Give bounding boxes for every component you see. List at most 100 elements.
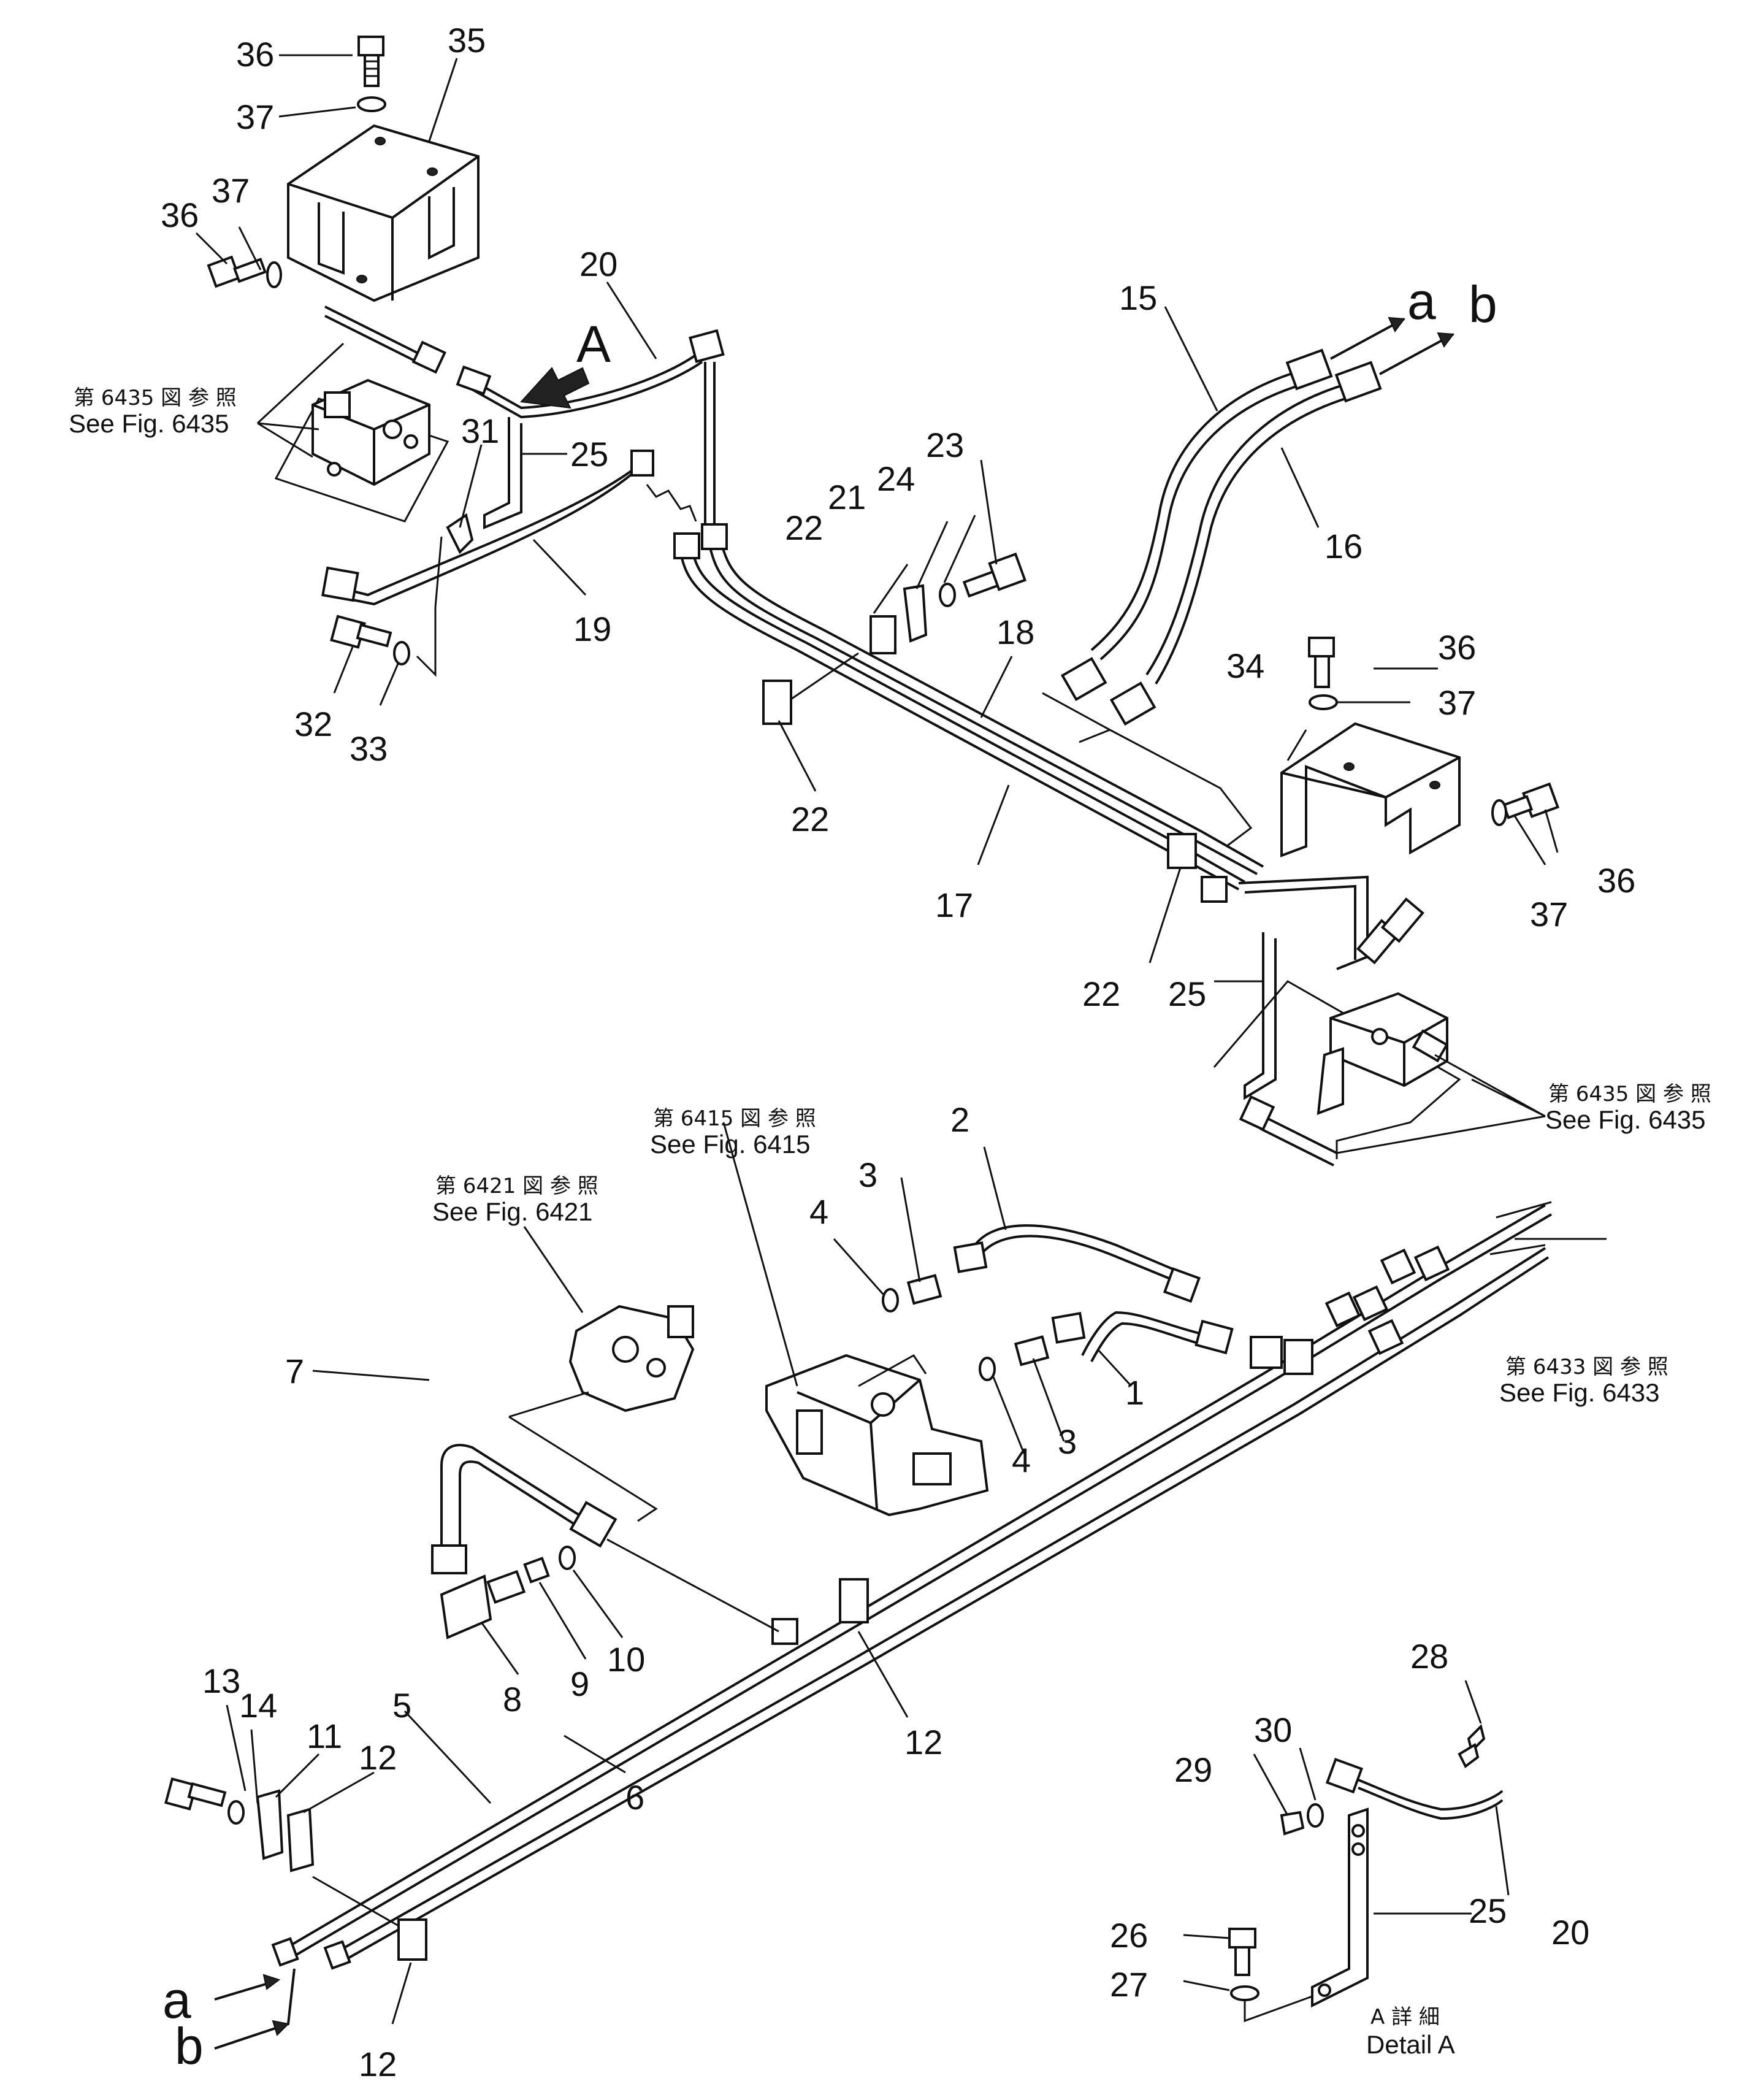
callout-37-rt: 37 <box>1438 683 1476 722</box>
callout-14: 14 <box>239 1686 277 1725</box>
hose-right-bottom <box>1263 1115 1337 1154</box>
valve-6415 <box>765 1354 989 1517</box>
clamp-11 <box>256 1789 284 1860</box>
callout-28: 28 <box>1410 1637 1448 1676</box>
callout-25-detail: 25 <box>1469 1891 1507 1930</box>
bolt-36-top <box>357 36 384 87</box>
cover-35 <box>287 124 480 302</box>
callout-23: 23 <box>926 426 964 464</box>
hose-16 <box>1145 382 1350 676</box>
callout-22-b: 22 <box>791 800 829 838</box>
cover-34 <box>1280 722 1461 857</box>
tube-17 <box>679 551 1239 891</box>
callout-15: 15 <box>1119 278 1157 317</box>
hose-15 <box>1090 370 1301 651</box>
callout-11: 11 <box>307 1717 342 1755</box>
clamp-21 <box>903 584 928 643</box>
callout-7: 7 <box>285 1352 304 1390</box>
callout-36-rt: 36 <box>1438 628 1476 667</box>
washer-37-left <box>266 261 282 288</box>
label-A: A <box>576 315 611 373</box>
bolt-32 <box>330 615 392 649</box>
bolt-36-left <box>207 255 267 288</box>
ref-6421-jp: 第 6421 図 参 照 <box>435 1174 598 1198</box>
callout-34: 34 <box>1226 646 1264 685</box>
washer-14 <box>227 1800 245 1825</box>
callout-10: 10 <box>607 1640 645 1679</box>
washer-37-right-top <box>1309 694 1338 710</box>
label-a-bottom: a <box>162 1971 191 2029</box>
label-b-top: b <box>1469 275 1497 333</box>
ref-6435-right-en: See Fig. 6435 <box>1545 1105 1706 1134</box>
bolt-36-right-top <box>1308 637 1335 688</box>
tube-20 <box>472 351 700 410</box>
callout-12-mid: 12 <box>904 1723 942 1761</box>
callout-4-upper: 4 <box>809 1192 828 1231</box>
tube-5 <box>281 1204 1546 1952</box>
callout-33: 33 <box>350 729 388 768</box>
clamp-12-mid <box>839 1578 869 1623</box>
callout-17: 17 <box>935 886 973 924</box>
label-b-bottom: b <box>175 2017 204 2075</box>
clamp-12-bottom <box>397 1918 427 1961</box>
callout-21: 21 <box>828 478 866 516</box>
tube-18 <box>707 539 1258 875</box>
fitting-3-upper <box>906 1274 942 1305</box>
clamp-22-lower <box>762 680 792 725</box>
arrow-b-bottom <box>214 1968 296 2050</box>
tube-6 <box>334 1247 1546 1955</box>
clamp-22-right <box>1167 833 1197 869</box>
hose-7 <box>440 1444 590 1558</box>
fitting-8 <box>440 1569 526 1639</box>
callout-36-r: 36 <box>1597 861 1635 900</box>
nipple-9 <box>523 1557 550 1584</box>
callout-9: 9 <box>570 1665 589 1703</box>
callout-36-top: 36 <box>236 35 274 74</box>
washer-37-right <box>1491 799 1507 826</box>
callout-3-upper: 3 <box>858 1155 877 1194</box>
callout-37-top: 37 <box>236 98 274 136</box>
washer-33 <box>393 641 410 665</box>
callout-35: 35 <box>448 21 486 59</box>
callout-20-top: 20 <box>579 245 617 283</box>
detail-a <box>1228 1724 1504 2023</box>
callout-labels: 36 37 35 36 37 20 A 31 25 19 32 33 22 21… <box>161 21 1635 2083</box>
callout-20-detail: 20 <box>1551 1913 1589 1952</box>
callout-4-lower: 4 <box>1012 1441 1031 1479</box>
oring-4-lower <box>979 1357 996 1381</box>
callout-2: 2 <box>950 1100 969 1139</box>
callout-25-mid: 25 <box>1168 975 1206 1013</box>
callout-37-left: 37 <box>212 171 250 210</box>
callout-13: 13 <box>202 1661 240 1700</box>
hose-left-top <box>324 305 424 357</box>
callout-22-c: 22 <box>1082 975 1120 1013</box>
callout-24: 24 <box>877 459 915 498</box>
tube-2 <box>974 1224 1196 1280</box>
callout-29: 29 <box>1174 1750 1212 1789</box>
callout-27: 27 <box>1110 1965 1148 2004</box>
ref-6415-jp: 第 6415 図 参 照 <box>653 1106 816 1131</box>
callout-8: 8 <box>503 1680 522 1719</box>
ref-6435-left-en: See Fig. 6435 <box>69 409 229 438</box>
callout-36-left: 36 <box>161 196 199 234</box>
callout-26: 26 <box>1110 1916 1148 1955</box>
callout-5: 5 <box>392 1686 411 1725</box>
valve-assembly-right <box>1213 980 1461 1159</box>
washer-37-top <box>357 96 386 112</box>
tube-1 <box>1081 1311 1202 1356</box>
valve-assembly-left <box>274 378 449 523</box>
ref-6433-jp: 第 6433 図 参 照 <box>1505 1355 1668 1379</box>
washer-24 <box>939 583 956 607</box>
bracket-25-left <box>483 417 522 529</box>
bracket-25-right <box>1244 932 1277 1100</box>
bolt-23 <box>962 552 1027 598</box>
callout-32: 32 <box>294 705 332 743</box>
oring-4-upper <box>882 1288 899 1312</box>
ref-6435-right-jp: 第 6435 図 参 照 <box>1548 1082 1711 1106</box>
callout-1: 1 <box>1125 1373 1144 1412</box>
callout-31: 31 <box>461 412 499 450</box>
callout-18: 18 <box>996 613 1034 651</box>
bolt-13 <box>164 1777 227 1811</box>
fitting-3-lower <box>1014 1335 1050 1366</box>
